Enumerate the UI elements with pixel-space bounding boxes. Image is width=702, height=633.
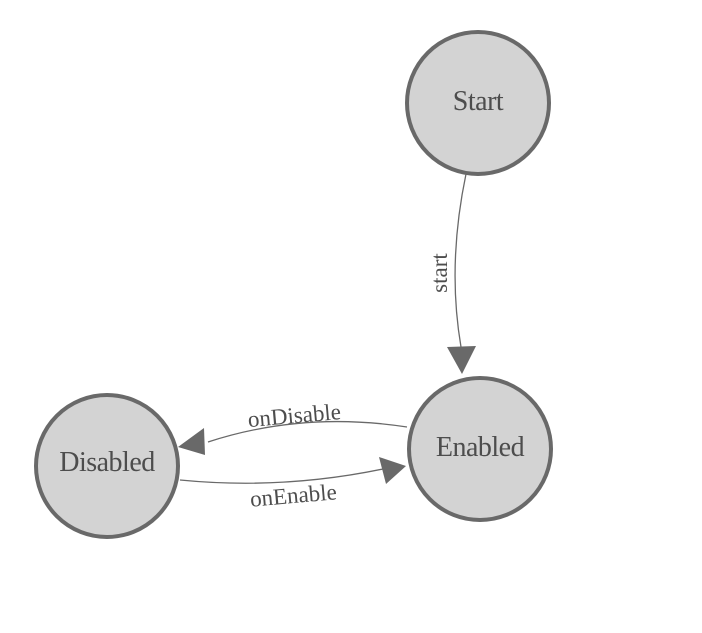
state-node-disabled-label: Disabled	[59, 447, 155, 478]
edge-label-onenable: onEnable	[249, 479, 338, 511]
transition-start-to-enabled: start	[427, 173, 476, 374]
transition-disabled-to-enabled: onEnable	[179, 457, 406, 512]
transition-enabled-to-disabled: onDisable	[178, 399, 408, 455]
arrowhead-down-icon	[447, 346, 476, 374]
arrowhead-left-icon	[178, 428, 205, 455]
edge-line-disabled-to-enabled	[179, 468, 384, 484]
state-node-enabled: Enabled	[407, 376, 553, 522]
state-node-start-circle	[405, 30, 551, 176]
edge-label-ondisable: onDisable	[247, 399, 342, 432]
edge-line-enabled-to-disabled	[207, 420, 408, 443]
state-node-start-label: Start	[453, 86, 504, 117]
edge-label-start: start	[427, 253, 452, 293]
arrowhead-right-icon	[379, 457, 406, 484]
state-node-disabled-circle	[34, 393, 180, 539]
state-node-start: Start	[405, 30, 551, 176]
state-node-enabled-circle	[407, 376, 553, 522]
state-node-disabled: Disabled	[34, 393, 180, 539]
edge-line-start-to-enabled	[454, 173, 467, 348]
state-node-enabled-label: Enabled	[436, 432, 525, 463]
